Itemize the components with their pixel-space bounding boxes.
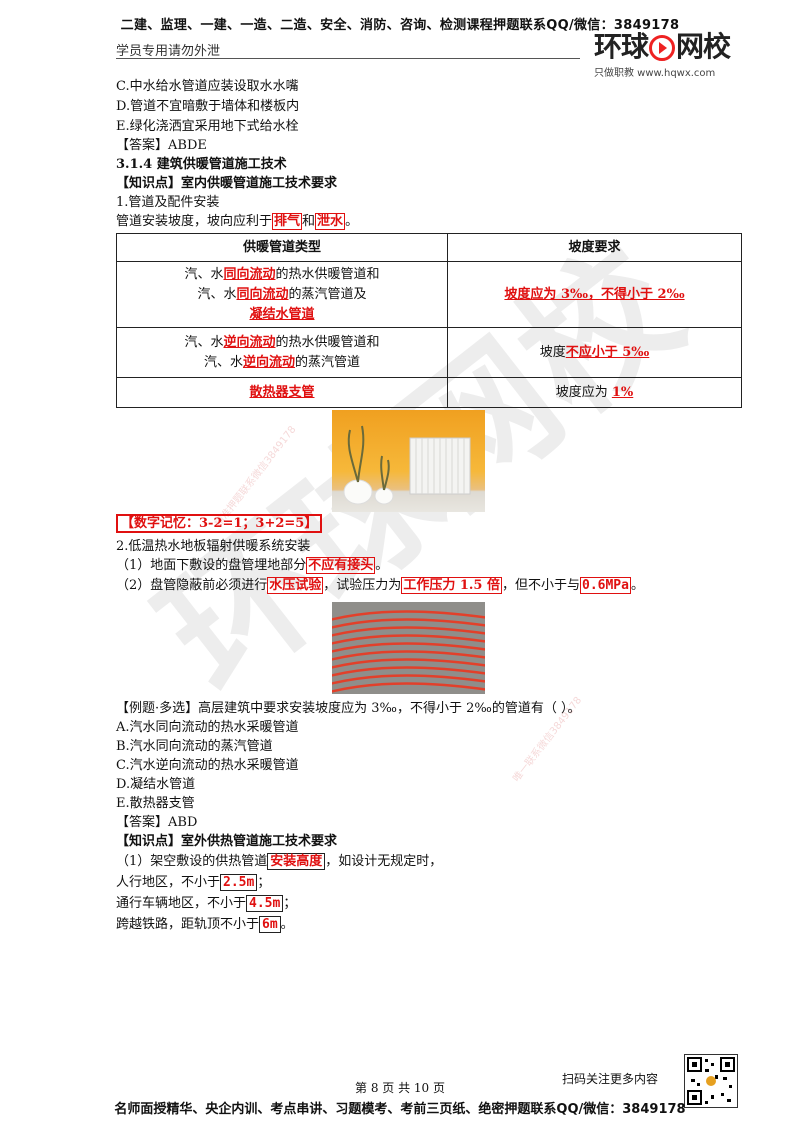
knowledge-point-2: 【知识点】室外供热管道施工技术要求 bbox=[116, 834, 338, 849]
example-question: 【例题·多选】高层建筑中要求安装坡度应为 3‰，不得小于 2‰的管道有（ ）。 bbox=[116, 701, 581, 716]
header-divider bbox=[116, 58, 580, 59]
example-answer: 【答案】ABD bbox=[116, 815, 198, 830]
option-c: C.中水给水管道应装设取水水嘴 bbox=[116, 79, 299, 94]
cell-key: 凝结水管道 bbox=[249, 306, 315, 322]
outdoor-line-4-key: 6m bbox=[259, 916, 281, 933]
slope-end: 。 bbox=[345, 214, 359, 229]
cell-text: 坡度 bbox=[539, 344, 566, 360]
cell-key: 1% bbox=[611, 384, 634, 400]
table-header-req: 坡度要求 bbox=[447, 233, 742, 262]
floor-heating-title: 2.低温热水地板辐射供暖系统安装 bbox=[116, 539, 311, 554]
brand-logo: 环球网校 只做职教 www.hqwx.com bbox=[594, 32, 740, 82]
floor-line-2-key-2: 工作压力 1.5 倍 bbox=[401, 577, 502, 594]
scan-qr-hint: 扫码关注更多内容 bbox=[562, 1072, 659, 1086]
table-cell-type-3: 散热器支管 bbox=[116, 377, 448, 408]
cell-text: 汽、水 bbox=[197, 286, 237, 302]
bottom-banner: 名师面授精华、央企内训、考点串讲、习题模考、考前三页纸、绝密押题联系QQ/微信：… bbox=[114, 1102, 686, 1117]
cell-text: 的热水供暖管道和 bbox=[275, 334, 380, 350]
floor-line-1: （1）地面下敷设的盘管埋地部分不应有接头。 bbox=[116, 557, 388, 575]
cell-key: 散热器支管 bbox=[249, 384, 315, 400]
outdoor-line-1-end: ，如设计无规定时， bbox=[325, 854, 443, 869]
table-row: 散热器支管 坡度应为 1% bbox=[116, 377, 742, 408]
table-cell-type-1: 汽、水同向流动的热水供暖管道和 汽、水同向流动的蒸汽管道及 凝结水管道 bbox=[116, 261, 448, 328]
slope-sentence: 管道安装坡度，坡向应利于排气和泄水。 bbox=[116, 213, 358, 231]
example-option-a: A.汽水同向流动的热水采暖管道 bbox=[116, 720, 299, 735]
page-number: 第 8 页 共 10 页 bbox=[355, 1081, 445, 1095]
section-heading: 3.1.4 建筑供暖管道施工技术 bbox=[116, 157, 287, 172]
floor-line-2-key-3: 0.6MPa bbox=[580, 577, 631, 594]
floor-line-1-pre: （1）地面下敷设的盘管埋地部分 bbox=[116, 558, 307, 573]
floor-line-2-key-1: 水压试验 bbox=[267, 577, 324, 594]
outdoor-line-3-end: ； bbox=[283, 896, 297, 911]
floor-line-2-end: 。 bbox=[630, 578, 644, 593]
outdoor-line-2-key: 2.5m bbox=[220, 874, 258, 891]
logo-text-a: 环球 bbox=[594, 30, 649, 63]
outdoor-line-1-pre: （1）架空敷设的供热管道 bbox=[116, 854, 268, 869]
radiator-photo bbox=[332, 410, 485, 512]
outdoor-line-2-pre: 人行地区，不小于 bbox=[116, 875, 221, 890]
cell-key: 逆向流动 bbox=[223, 334, 276, 350]
table-cell-req-1: 坡度应为 3‰，不得小于 2‰ bbox=[447, 261, 742, 328]
logo-text-b: 网校 bbox=[676, 30, 731, 63]
table-header-type: 供暖管道类型 bbox=[116, 233, 448, 262]
floor-line-1-end: 。 bbox=[375, 558, 389, 573]
example-option-e: E.散热器支管 bbox=[116, 796, 195, 811]
example-option-d: D.凝结水管道 bbox=[116, 777, 196, 792]
subheading-pipes: 1.管道及配件安装 bbox=[116, 195, 220, 210]
cell-text: 汽、水 bbox=[184, 334, 224, 350]
top-banner: 二建、监理、一建、一造、二造、安全、消防、咨询、检测课程押题联系QQ/微信：38… bbox=[120, 18, 680, 33]
table-row: 汽、水同向流动的热水供暖管道和 汽、水同向流动的蒸汽管道及 凝结水管道 坡度应为… bbox=[116, 261, 742, 328]
memory-tip: 【数字记忆：3-2=1；3+2=5】 bbox=[116, 514, 323, 533]
outdoor-line-4-pre: 跨越铁路，距轨顶不小于 bbox=[116, 917, 260, 932]
slope-table: 供暖管道类型 坡度要求 汽、水同向流动的热水供暖管道和 汽、水同向流动的蒸汽管道… bbox=[116, 233, 742, 408]
slope-and: 和 bbox=[302, 214, 316, 229]
floor-heating-photo bbox=[332, 602, 485, 694]
table-row: 汽、水逆向流动的热水供暖管道和 汽、水逆向流动的蒸汽管道 坡度不应小于 5‰ bbox=[116, 327, 742, 378]
cell-text: 的蒸汽管道 bbox=[295, 354, 361, 370]
example-option-c: C.汽水逆向流动的热水采暖管道 bbox=[116, 758, 299, 773]
outdoor-line-2-end: ； bbox=[257, 875, 271, 890]
cell-text: 的热水供暖管道和 bbox=[275, 266, 380, 282]
floor-line-2-mid: ，试验压力为 bbox=[323, 578, 402, 593]
outdoor-line-3-pre: 通行车辆地区，不小于 bbox=[116, 896, 247, 911]
example-option-b: B.汽水同向流动的蒸汽管道 bbox=[116, 739, 273, 754]
cell-key: 不应小于 5‰ bbox=[565, 344, 650, 360]
play-icon bbox=[649, 35, 676, 61]
option-e: E.绿化浇洒宜采用地下式给水栓 bbox=[116, 119, 299, 134]
logo-subtitle: 只做职教 www.hqwx.com bbox=[594, 68, 716, 79]
cell-text: 汽、水 bbox=[184, 266, 224, 282]
confidential-note: 学员专用请勿外泄 bbox=[116, 44, 221, 59]
outdoor-line-3-key: 4.5m bbox=[246, 895, 284, 912]
cell-text: 坡度应为 bbox=[555, 384, 612, 400]
cell-key: 逆向流动 bbox=[242, 354, 295, 370]
option-d: D.管道不宜暗敷于墙体和楼板内 bbox=[116, 99, 300, 114]
cell-key: 同向流动 bbox=[236, 286, 289, 302]
floor-line-2-mid2: ，但不小于与 bbox=[501, 578, 580, 593]
table-cell-req-3: 坡度应为 1% bbox=[447, 377, 742, 408]
cell-key: 坡度应为 3‰，不得小于 2‰ bbox=[504, 286, 685, 302]
outdoor-line-1-key: 安装高度 bbox=[267, 853, 326, 870]
memory-tip-text: 【数字记忆：3-2=1；3+2=5】 bbox=[116, 514, 323, 533]
answer-1: 【答案】ABDE bbox=[116, 138, 207, 153]
cell-text: 汽、水 bbox=[203, 354, 243, 370]
outdoor-line-1: （1）架空敷设的供热管道安装高度，如设计无规定时， bbox=[116, 853, 442, 871]
table-cell-type-2: 汽、水逆向流动的热水供暖管道和 汽、水逆向流动的蒸汽管道 bbox=[116, 327, 448, 378]
floor-line-2-pre: （2）盘管隐蔽前必须进行 bbox=[116, 578, 268, 593]
slope-key-b: 泄水 bbox=[315, 213, 346, 230]
cell-text: 的蒸汽管道及 bbox=[288, 286, 367, 302]
slope-key-a: 排气 bbox=[272, 213, 303, 230]
knowledge-point-1: 【知识点】室内供暖管道施工技术要求 bbox=[116, 176, 338, 191]
cell-key: 同向流动 bbox=[223, 266, 276, 282]
slope-pre: 管道安装坡度，坡向应利于 bbox=[116, 214, 273, 229]
floor-line-1-key: 不应有接头 bbox=[306, 557, 376, 574]
outdoor-line-4-end: 。 bbox=[280, 917, 294, 932]
qr-code-icon bbox=[684, 1054, 738, 1108]
table-cell-req-2: 坡度不应小于 5‰ bbox=[447, 327, 742, 378]
